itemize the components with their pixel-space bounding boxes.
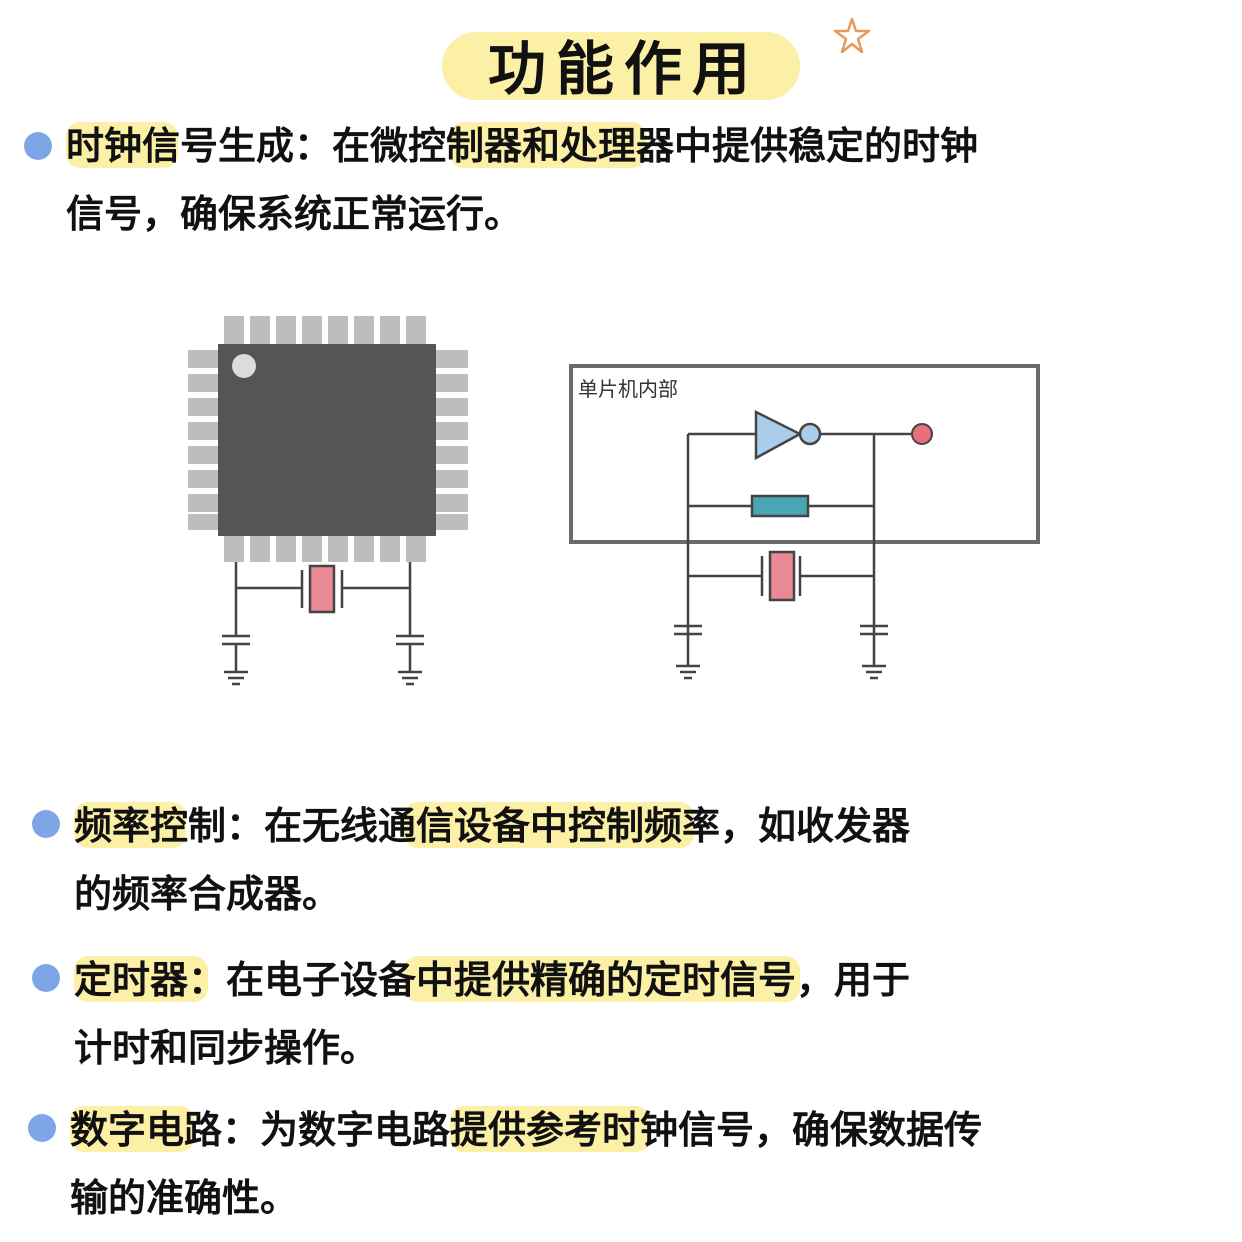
bullet-icon (24, 132, 52, 160)
highlight-mark (450, 122, 646, 168)
item-1-line-2: 信号，确保系统正常运行。 (66, 192, 523, 236)
item-1-line-1: 时钟信号生成：在微控制器和处理器中提供稳定的时钟 (66, 124, 979, 168)
crystal-oscillator-diagram: 单片机内部 (188, 316, 1040, 686)
item-4-line-1: 数字电路：为数字电路提供参考时钟信号，确保数据传 (70, 1108, 983, 1152)
bullet-icon (28, 1114, 56, 1142)
item-3-line-2: 计时和同步操作。 (74, 1026, 379, 1070)
bullet-icon (32, 964, 60, 992)
crystal-right (768, 550, 796, 602)
mcu-chip (188, 316, 468, 562)
mcu-internal-box (569, 364, 1040, 544)
item-2-line-2: 的频率合成器。 (74, 872, 341, 916)
item-3-line-1: 定时器：在电子设备中提供精确的定时信号，用于 (74, 958, 911, 1002)
crystal-left (308, 564, 336, 614)
internal-oscillator-circuit (674, 432, 912, 680)
inverter-bubble (798, 422, 822, 446)
page-title: 功能作用 (441, 18, 801, 108)
highlight-mark (74, 802, 186, 848)
highlight-mark (70, 1106, 194, 1152)
bullet-icon (32, 810, 60, 838)
mcu-internal-label: 单片机内部 (578, 377, 678, 401)
highlight-mark (66, 122, 178, 168)
highlight-mark (404, 956, 800, 1002)
item-4-line-2: 输的准确性。 (70, 1176, 299, 1220)
item-2-line-1: 频率控制：在无线通信设备中控制频率，如收发器 (74, 804, 911, 848)
title-area: 功能作用 (0, 18, 1242, 108)
star-icon (833, 17, 871, 54)
highlight-mark (74, 956, 208, 1002)
highlight-mark (404, 802, 694, 848)
inverter-symbol (754, 409, 803, 461)
external-crystal-circuit-left (222, 562, 424, 686)
highlight-mark (450, 1106, 650, 1152)
output-node (911, 423, 933, 445)
feedback-resistor (750, 494, 810, 518)
